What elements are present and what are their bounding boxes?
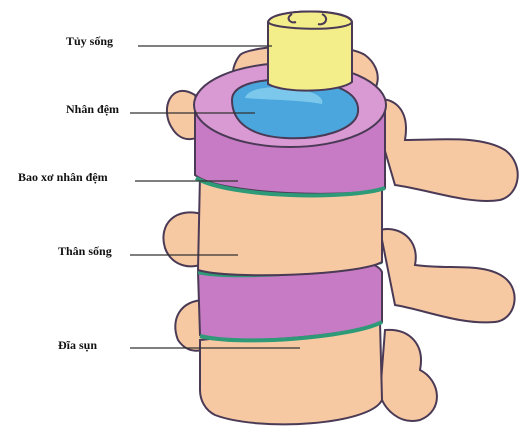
spinal-cord-mark-right (317, 13, 328, 26)
right-process-middle (378, 228, 516, 324)
upper-disc-edge-bottom (194, 176, 386, 198)
label-vertebral-body: Thân sống (58, 244, 112, 258)
left-process-middle (162, 211, 206, 268)
label-spinal-cord: Tủy sống (66, 34, 114, 48)
spinal-cord-mark-left (287, 13, 297, 24)
right-processes (368, 98, 519, 422)
leader-lines (130, 45, 300, 349)
right-process-top (368, 98, 519, 202)
label-annulus-fibrosus: Bao xơ nhân đệm (18, 170, 108, 184)
label-nucleus-pulposus: Nhân đệm (66, 102, 120, 116)
lower-disc-edge-bottom (199, 320, 383, 343)
right-process-bottom (378, 328, 438, 422)
vertebral-body-middle (196, 173, 383, 277)
spinal-cord-top (266, 10, 354, 30)
label-cartilage-disc: Đĩa sụn (58, 338, 98, 352)
